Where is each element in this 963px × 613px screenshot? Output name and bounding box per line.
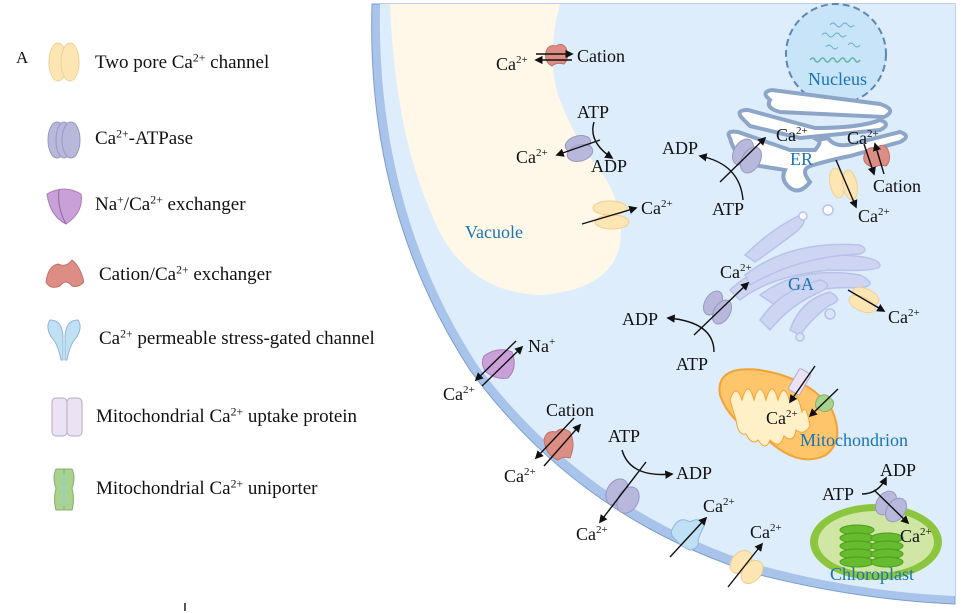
ion-label: Na+ [528,336,555,356]
ion-label: Ca2+ [496,54,528,74]
atp-label: ATP [577,102,609,122]
legend-label: Two pore Ca2+ channel [95,51,270,73]
legend-item-mito-uniporter: Mitochondrial Ca2+ uniporter [0,466,420,516]
mito-uniporter [814,394,835,413]
two-pore-channel-er [829,167,858,201]
mitochondrion [718,368,839,461]
arrow [555,139,601,157]
ion-label: Ca2+ [576,524,608,544]
cation-exchanger-vacuole [545,43,569,67]
cation-exchanger-pm [543,428,574,461]
nucleus [785,3,887,105]
golgi-apparatus [728,204,881,342]
ion-label: Cation [546,400,594,420]
atp-label: ATP [822,484,854,504]
adp-label: ADP [676,463,712,483]
arrow [698,153,744,201]
legend-item-na-ca-exchanger: Na+/Ca2+ exchanger [0,182,420,232]
legend-item-cation-ca-exchanger: Cation/Ca2+ exchanger [0,252,420,302]
legend-label: Cation/Ca2+ exchanger [99,263,272,285]
legend-label: Na+/Ca2+ exchanger [95,193,246,215]
arrow [847,289,886,312]
arrow [598,461,647,524]
arrow [861,476,887,495]
ca-atpase-icon [47,121,81,159]
legend-item-two-pore-channel: Two pore Ca2+ channel [0,40,420,90]
endoplasmic-reticulum [726,87,908,193]
arrow [481,345,524,387]
mitochondrion-label: Mitochondrion [800,430,908,450]
legend-label: Ca2+ permeable stress-gated channel [99,327,375,349]
ion-label: Ca2+ [516,147,548,167]
mito-uptake-protein-icon [51,397,83,437]
ion-label: Ca2+ [703,496,735,516]
ion-label: Cation [873,176,921,196]
nucleus-label: Nucleus [808,69,867,89]
ion-label: Ca2+ [888,307,920,327]
mito-uniporter-icon [53,468,75,511]
arrow [835,159,858,209]
legend-label: Mitochondrial Ca2+ uniporter [96,477,318,499]
na-ca-exchanger-icon [46,188,82,225]
ion-label: Ca2+ [443,384,475,404]
panel-letter: A [16,48,29,67]
er-label: ER [790,149,813,169]
legend-label: Ca2+-ATPase [95,127,194,149]
adp-label: ADP [622,309,658,329]
stress-gated-channel-pm [670,519,705,551]
arrow [621,449,674,479]
arrow [543,423,582,467]
arrow [808,388,839,418]
arrow [863,143,876,176]
ion-label: Ca2+ [641,198,673,218]
axis-tick-mark [184,603,186,611]
atp-label: ATP [676,354,708,374]
vacuole [390,4,621,295]
ion-label: Ca2+ [504,466,536,486]
arrow [873,489,910,525]
ion-label: Ca2+ [750,522,782,542]
arrow [581,205,638,225]
stress-gated-channel-icon [47,319,81,361]
arrow [666,314,715,353]
adp-label: ADP [591,156,627,176]
na-ca-exchanger-pm [481,349,515,379]
arrow [789,365,816,404]
ca-atpase-ga [703,290,732,325]
two-pore-channel-ga [848,286,880,314]
arrow [872,142,885,175]
ion-label: Ca2+ [847,128,879,148]
ion-label: Ca2+ [900,526,932,546]
arrow [727,542,764,588]
ca-atpase-er [732,138,762,174]
vacuole-label: Vacuole [465,222,523,242]
arrow [474,340,517,382]
arrow [592,121,614,159]
two-pore-channel-icon [48,42,80,82]
legend-item-stress-gated-channel: Ca2+ permeable stress-gated channel [0,316,420,366]
ion-label: Ca2+ [776,125,808,145]
arrow [669,516,708,558]
chloroplast-label: Chloroplast [830,564,914,584]
two-pore-channel-pm [729,549,764,585]
arrow [719,136,767,183]
ga-label: GA [788,274,814,294]
ion-label: Cation [577,46,625,66]
atp-label: ATP [608,426,640,446]
legend-label: Mitochondrial Ca2+ uptake protein [96,405,358,427]
mito-uptake-protein [788,368,811,396]
adp-label: ADP [880,460,916,480]
legend-item-mito-uptake-protein: Mitochondrial Ca2+ uptake protein [0,394,420,444]
ion-label: Ca2+ [858,206,890,226]
cation-ca-exchanger-icon [45,259,84,288]
ion-label: Ca2+ [720,262,752,282]
adp-label: ADP [662,138,698,158]
ion-label: Ca2+ [766,408,798,428]
atp-label: ATP [712,199,744,219]
arrow [693,281,750,336]
legend-item-ca-atpase: Ca2+-ATPase [0,116,420,166]
arrow [534,417,575,460]
